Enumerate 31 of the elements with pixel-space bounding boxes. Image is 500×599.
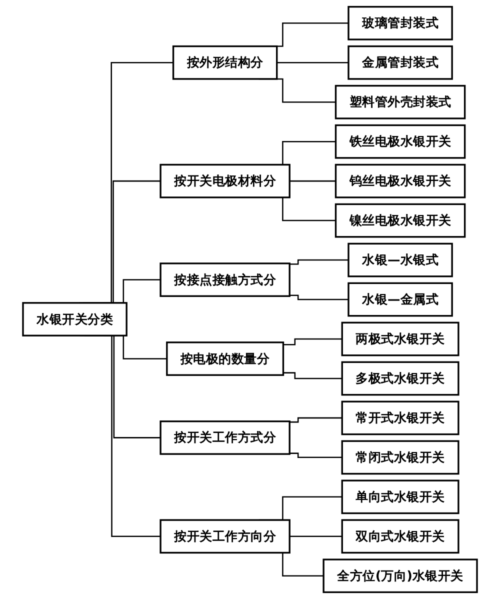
node-box: 金属管封装式 bbox=[348, 45, 453, 80]
node-box: 玻璃管封装式 bbox=[348, 6, 453, 40]
connector bbox=[290, 417, 342, 423]
node-box: 常闭式水银开关 bbox=[341, 440, 460, 475]
connector bbox=[290, 259, 348, 265]
node-box: 按开关电极材料分 bbox=[160, 164, 290, 198]
node-box: 水银开关分类 bbox=[22, 302, 128, 336]
node-box: 常开式水银开关 bbox=[341, 400, 460, 436]
node-box: 水银—水银式 bbox=[348, 242, 453, 278]
node-box: 两极式水银开关 bbox=[341, 322, 460, 356]
node-box: 按接点接触方式分 bbox=[160, 262, 290, 297]
node-box: 单向式水银开关 bbox=[341, 480, 460, 514]
node-box: 铁丝电极水银开关 bbox=[334, 124, 466, 159]
connector bbox=[290, 180, 336, 182]
node-box: 全方位(万向)水银开关 bbox=[322, 558, 478, 594]
node-box: 按电极的数量分 bbox=[166, 342, 284, 376]
connector bbox=[290, 452, 342, 458]
node-box: 按开关工作方向分 bbox=[160, 519, 290, 554]
node-box: 水银—金属式 bbox=[348, 282, 453, 317]
connector bbox=[276, 62, 348, 64]
connector bbox=[290, 294, 348, 300]
node-box: 镍丝电极水银开关 bbox=[334, 203, 466, 238]
node-box: 按开关工作方式分 bbox=[160, 420, 290, 455]
connector bbox=[290, 536, 342, 538]
node-box: 钨丝电极水银开关 bbox=[334, 164, 466, 198]
node-box: 塑料管外壳封装式 bbox=[334, 84, 466, 120]
node-box: 双向式水银开关 bbox=[341, 519, 460, 554]
node-box: 按外形结构分 bbox=[172, 45, 278, 80]
connector bbox=[283, 372, 342, 380]
connector bbox=[283, 338, 342, 346]
node-box: 多极式水银开关 bbox=[341, 361, 460, 396]
